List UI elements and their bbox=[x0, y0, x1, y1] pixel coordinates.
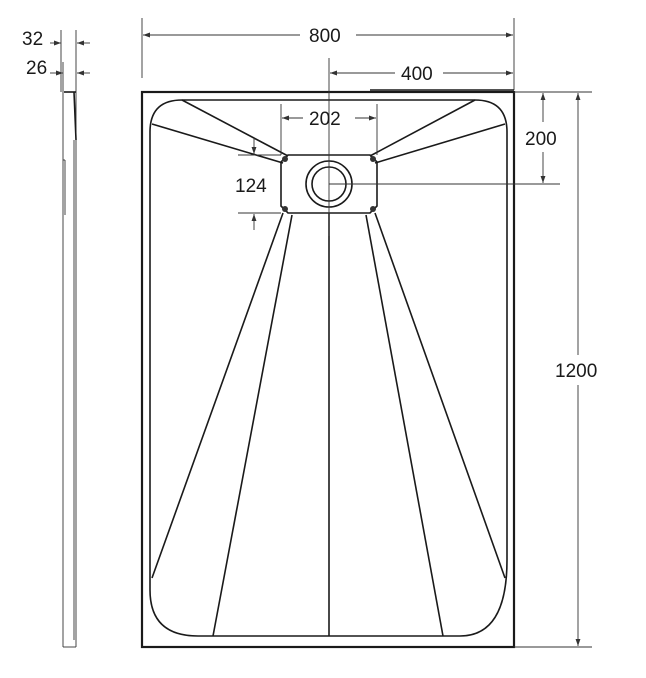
dimension-drain-height: 124 bbox=[235, 138, 281, 230]
label-32: 32 bbox=[22, 29, 43, 50]
label-400: 400 bbox=[401, 64, 433, 85]
dimension-total-thickness: 32 bbox=[22, 29, 90, 50]
dimension-width: 800 bbox=[141, 18, 515, 90]
label-124: 124 bbox=[235, 176, 267, 197]
dimension-drain-offset-y: 200 bbox=[329, 91, 592, 185]
label-800: 800 bbox=[309, 26, 341, 47]
dimension-edge-thickness: 26 bbox=[26, 58, 90, 79]
label-202: 202 bbox=[309, 109, 341, 130]
dimension-length: 1200 bbox=[514, 93, 597, 648]
label-200: 200 bbox=[525, 129, 557, 150]
dimension-drain-offset-x: 400 bbox=[328, 58, 514, 236]
side-view bbox=[60, 30, 77, 648]
dimension-drain-width: 202 bbox=[280, 104, 378, 155]
tray-top-view bbox=[140, 90, 516, 649]
label-26: 26 bbox=[26, 58, 47, 79]
label-1200: 1200 bbox=[555, 361, 597, 382]
tray-inner-edge bbox=[149, 99, 508, 637]
